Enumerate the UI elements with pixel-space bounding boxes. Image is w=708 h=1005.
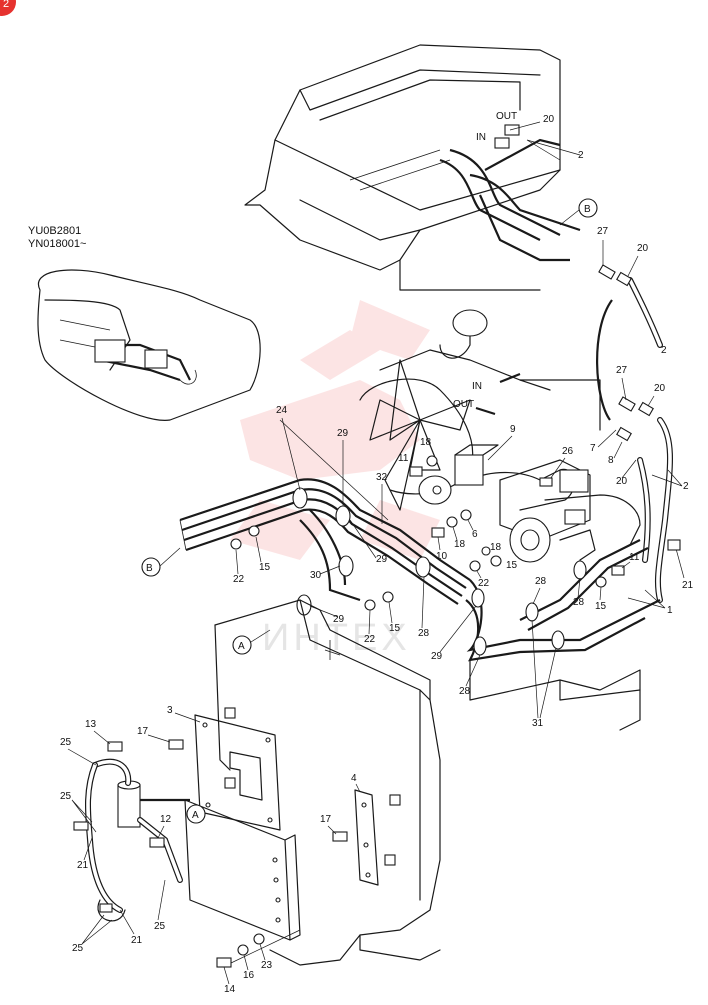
- fan: [369, 359, 471, 511]
- cab-unit: [37, 269, 261, 421]
- callout-20-low: 20: [616, 476, 628, 487]
- callout-13: 13: [85, 719, 97, 730]
- callout-21-left-a: 21: [77, 860, 89, 871]
- callout-20: 20: [543, 114, 555, 125]
- callout-15-a: 15: [259, 562, 271, 573]
- callout-1: 1: [667, 605, 673, 616]
- callout-14: 14: [224, 984, 236, 995]
- callout-7: 7: [590, 443, 596, 454]
- page-badge: 2: [0, 0, 16, 16]
- callout-10: 10: [436, 551, 448, 562]
- serial-line-1: YU0B2801: [28, 225, 81, 237]
- bracket-3: 3 17: [137, 705, 281, 831]
- right-hoses: 27 20 2 27 20 7 8 20 2 21: [590, 226, 694, 603]
- callout-11-a: 11: [398, 453, 409, 464]
- callout-22-c: 22: [364, 634, 376, 645]
- watermark: ИНТЕХ: [230, 300, 440, 659]
- serial-line-2: YN018001~: [28, 238, 86, 250]
- callout-25-b: 25: [60, 791, 72, 802]
- port-in-top: IN: [476, 132, 486, 143]
- callout-25-a: 25: [60, 737, 72, 748]
- callout-28-d: 28: [459, 686, 471, 697]
- callout-8: 8: [608, 455, 614, 466]
- callout-25-d: 25: [72, 943, 84, 954]
- callout-23: 23: [261, 960, 273, 971]
- view-ref-a-left: A: [192, 810, 199, 821]
- callout-24: 24: [276, 405, 288, 416]
- bottom-fasteners: 14 16 23: [216, 929, 301, 995]
- view-ref-a-right: A: [238, 641, 245, 652]
- callout-2-lower: 2: [683, 481, 689, 492]
- callout-6: 6: [472, 529, 478, 540]
- callout-27-top: 27: [597, 226, 609, 237]
- engine-group: IN OUT 9 18 11 26: [359, 309, 641, 563]
- callout-25-c: 25: [154, 921, 166, 932]
- callout-12: 12: [160, 814, 172, 825]
- page-badge-number: 2: [3, 0, 9, 10]
- compressor: [499, 459, 641, 563]
- callout-2: 2: [578, 150, 584, 161]
- hose-run: B 24 29 32 15: [141, 405, 673, 731]
- callout-22-a: 22: [233, 574, 245, 585]
- callout-18-b: 18: [454, 539, 466, 550]
- watermark-text: ИНТЕХ: [262, 617, 411, 659]
- clamps: [292, 487, 587, 656]
- callout-2-upper: 2: [661, 345, 667, 356]
- callout-15-c: 15: [595, 601, 607, 612]
- callout-22-b: 22: [478, 578, 490, 589]
- callout-9: 9: [510, 424, 516, 435]
- callout-15-b: 15: [506, 560, 518, 571]
- callout-17-b: 17: [320, 814, 332, 825]
- callout-28-a: 28: [535, 576, 547, 587]
- callout-3: 3: [167, 705, 173, 716]
- lower-plate: A: [184, 799, 301, 941]
- port-out-mid: OUT: [453, 399, 474, 410]
- callout-17-a: 17: [137, 726, 149, 737]
- callout-21-left-b: 21: [131, 935, 143, 946]
- callout-11-b: 11: [629, 552, 640, 563]
- callout-18-a: 18: [420, 437, 432, 448]
- callout-4: 4: [351, 773, 357, 784]
- receiver-drier: 13 25 25 12 21 25 21 25: [60, 719, 190, 954]
- port-in-mid: IN: [472, 381, 482, 392]
- callout-29-d: 29: [431, 651, 443, 662]
- callout-29-b: 29: [376, 554, 388, 565]
- bracket-4: 4 17: [320, 773, 379, 886]
- callout-20-top: 20: [637, 243, 649, 254]
- callout-28-b: 28: [573, 597, 585, 608]
- view-ref-b-main: B: [146, 563, 153, 574]
- callout-21-right: 21: [682, 580, 694, 591]
- callout-20-mid: 20: [654, 383, 666, 394]
- callout-32: 32: [376, 472, 388, 483]
- callout-28-c: 28: [418, 628, 430, 639]
- callout-18-c: 18: [490, 542, 502, 553]
- serial-label: YU0B2801 YN018001~: [28, 225, 86, 250]
- callout-15-d: 15: [389, 623, 401, 634]
- callout-16: 16: [243, 970, 255, 981]
- callout-30: 30: [310, 570, 322, 581]
- port-out-top: OUT: [496, 111, 517, 122]
- callout-29-c: 29: [333, 614, 345, 625]
- callout-26: 26: [562, 446, 574, 457]
- callout-29-a: 29: [337, 428, 349, 439]
- callout-31: 31: [532, 718, 544, 729]
- callout-27-mid: 27: [616, 365, 628, 376]
- view-ref-b-top: B: [584, 204, 591, 215]
- top-unit: OUT IN 20 2 B: [244, 44, 598, 291]
- condenser: [214, 599, 441, 966]
